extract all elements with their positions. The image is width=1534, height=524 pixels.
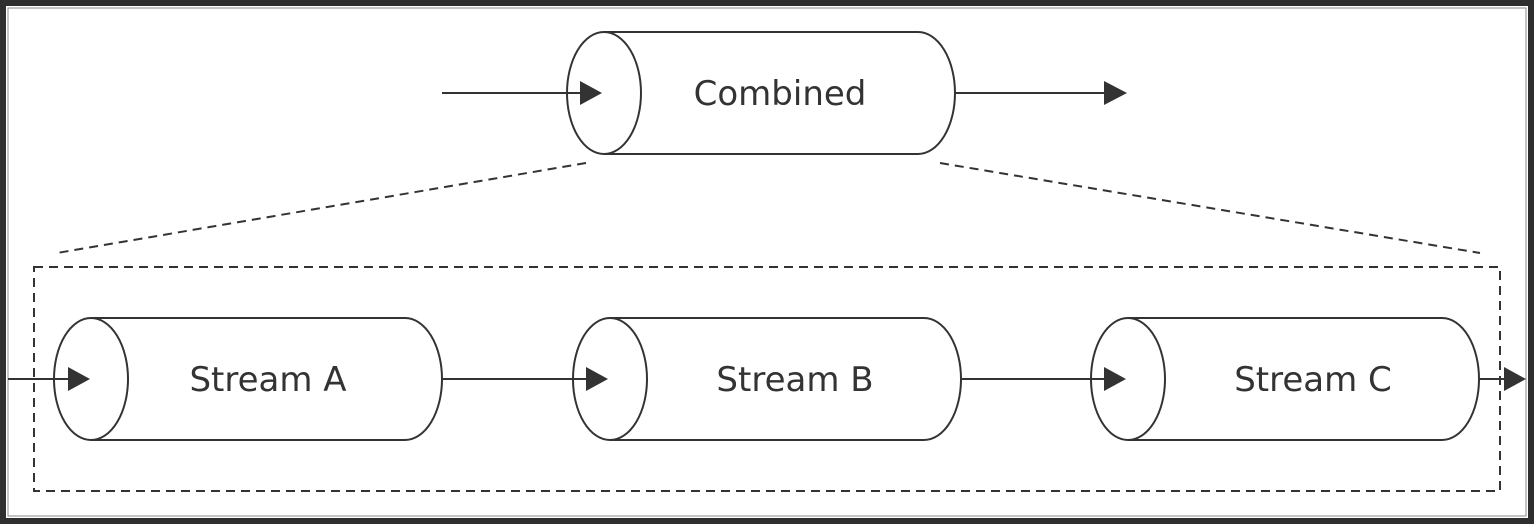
zoom-line-right: [939, 162, 1481, 254]
stream-a-to-b-arrow: [442, 367, 608, 391]
stream-a-pipe: Stream A: [53, 317, 443, 441]
zoom-line-left: [56, 162, 587, 254]
combined-pipe-label: Combined: [694, 74, 867, 114]
outer-frame-inner: [7, 7, 1527, 517]
stream-c-output-arrow: [1479, 367, 1526, 391]
combined-output-arrow: [955, 81, 1127, 105]
combined-input-arrow: [442, 81, 602, 105]
stream-c-pipe: Stream C: [1090, 317, 1480, 441]
stream-b-to-c-arrow: [961, 367, 1126, 391]
stream-a-label: Stream A: [189, 360, 346, 400]
stream-b-pipe: Stream B: [572, 317, 962, 441]
combined-pipe: Combined: [566, 31, 956, 155]
stream-c-label: Stream C: [1234, 360, 1392, 400]
stream-a-input-arrow: [8, 367, 90, 391]
stream-b-label: Stream B: [716, 360, 873, 400]
